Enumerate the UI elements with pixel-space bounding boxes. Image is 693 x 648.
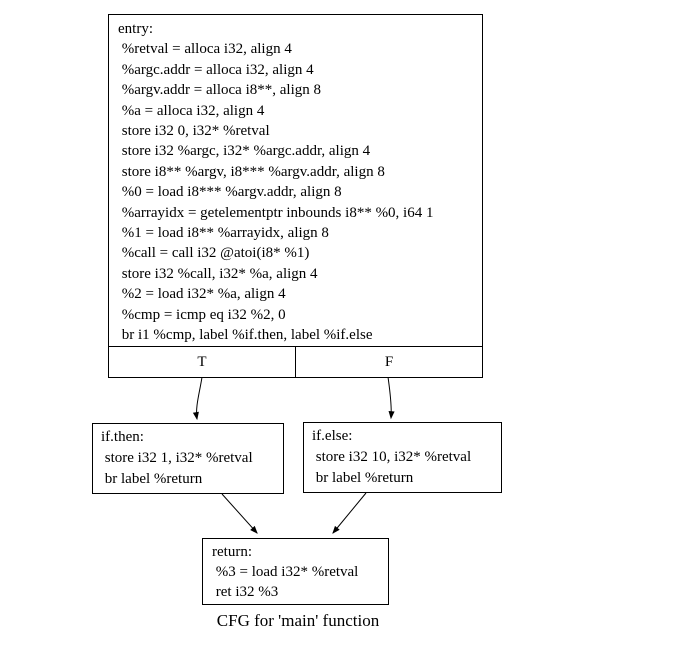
ir-line: return: — [212, 544, 252, 560]
ir-line: if.else: — [312, 428, 353, 444]
entry-true-port: T — [109, 347, 296, 377]
ir-line: store i8** %argv, i8*** %argv.addr, alig… — [118, 163, 385, 180]
ir-line: br i1 %cmp, label %if.then, label %if.el… — [118, 327, 373, 344]
ir-line: store i32 10, i32* %retval — [312, 449, 472, 465]
ir-line: br label %return — [101, 471, 203, 487]
ir-line: br label %return — [312, 470, 414, 486]
ir-line: %call = call i32 @atoi(i8* %1) — [118, 245, 310, 262]
ir-line: %arrayidx = getelementptr inbounds i8** … — [118, 204, 434, 221]
entry-false-port: F — [384, 353, 394, 370]
node-if-then: if.then: store i32 1, i32* %retval br la… — [92, 423, 284, 494]
ir-line: %2 = load i32* %a, align 4 — [118, 286, 286, 303]
node-return: return: %3 = load i32* %retval ret i32 %… — [202, 538, 389, 605]
ir-line: entry: — [118, 21, 153, 37]
ir-line: if.then: — [101, 429, 144, 445]
ir-line: %0 = load i8*** %argv.addr, align 8 — [118, 184, 342, 201]
entry-instructions: entry: %retval = alloca i32, align 4 %ar… — [109, 15, 482, 346]
entry-branch-row: T F — [109, 346, 482, 377]
edge-ifthen-to-return — [221, 493, 258, 534]
edge-entry-true-to-ifthen — [192, 376, 203, 421]
ir-line: %argc.addr = alloca i32, align 4 — [118, 61, 314, 78]
ir-line: %retval = alloca i32, align 4 — [118, 41, 292, 58]
ir-line: %cmp = icmp eq i32 %2, 0 — [118, 306, 286, 323]
ir-line: ret i32 %3 — [212, 584, 279, 600]
node-entry: entry: %retval = alloca i32, align 4 %ar… — [108, 14, 483, 378]
ir-line: %argv.addr = alloca i8**, align 8 — [118, 82, 321, 99]
ir-line: %1 = load i8** %arrayidx, align 8 — [118, 225, 329, 242]
ir-line: store i32 1, i32* %retval — [101, 450, 253, 466]
ir-line: store i32 %call, i32* %a, align 4 — [118, 265, 318, 282]
edge-entry-false-to-ifelse — [387, 376, 395, 420]
ir-line: %a = alloca i32, align 4 — [118, 102, 265, 119]
ir-line: store i32 %argc, i32* %argc.addr, align … — [118, 143, 371, 160]
graph-caption: CFG for 'main' function — [216, 611, 380, 630]
node-if-else: if.else: store i32 10, i32* %retval br l… — [303, 422, 502, 493]
ir-line: store i32 0, i32* %retval — [118, 123, 270, 140]
ir-line: %3 = load i32* %retval — [212, 564, 359, 580]
edge-ifelse-to-return — [332, 492, 367, 534]
